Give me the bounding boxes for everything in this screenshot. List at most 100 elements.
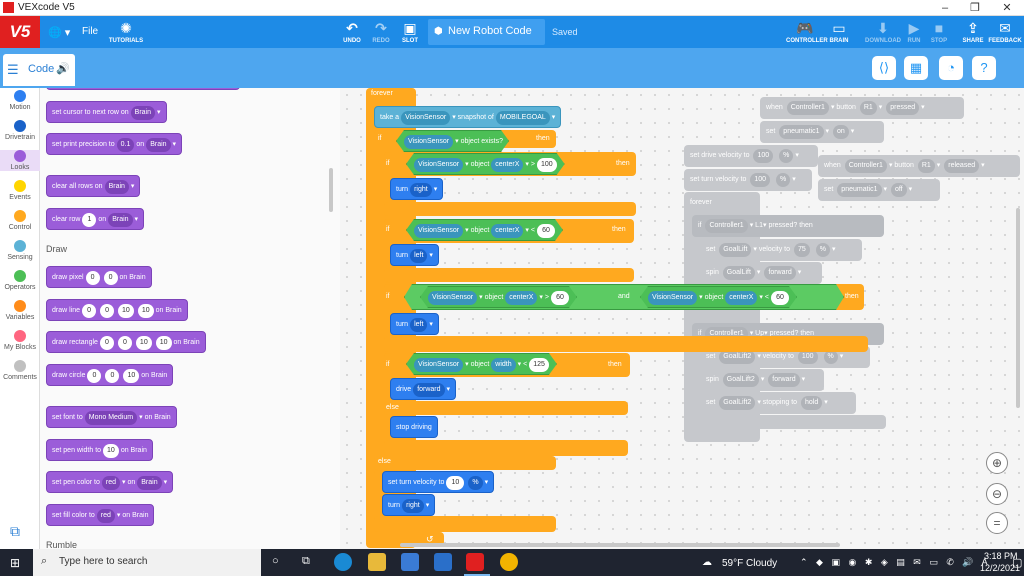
close-button[interactable]: ✕ <box>1002 2 1012 14</box>
stop-driving-block[interactable]: stop driving <box>390 416 438 438</box>
windows-start-icon[interactable]: ⊞ <box>10 556 21 570</box>
ghost-turn-velocity[interactable]: set turn velocity to 100 %▾ <box>684 169 812 191</box>
brain-button[interactable]: ▭BRAIN <box>826 18 852 45</box>
category-drivetrain[interactable]: Drivetrain <box>0 120 40 141</box>
ghost-if-l1[interactable]: if Controller1▾ L1▾ pressed? then <box>692 215 884 237</box>
category-variables[interactable]: Variables <box>0 300 40 321</box>
extensions-icon[interactable]: ⧉ <box>10 523 20 539</box>
dashboard-button[interactable]: ◔ <box>939 56 963 80</box>
slot-button[interactable]: ▣SLOT <box>396 18 424 45</box>
vexcode-taskbar-icon[interactable] <box>466 553 484 571</box>
system-tray-icons[interactable]: ⌃ ◆ ▣ ◉ ✱ ◈ ▤ ✉ ▭ ✆ 🔊 A <box>800 557 991 567</box>
tutorials-button[interactable]: ✺TUTORIALS <box>106 18 146 45</box>
clock-time[interactable]: 3:18 PM <box>984 551 1018 561</box>
code-viewer-button[interactable]: ⟨⟩ <box>872 56 896 80</box>
ghost-when-released[interactable]: when Controller1▾ button R1▾ released▾ <box>818 155 1020 177</box>
palette-block-partial[interactable] <box>46 88 240 90</box>
category-sensing[interactable]: Sensing <box>0 240 40 261</box>
minimize-button[interactable]: – <box>941 2 949 14</box>
category-looks[interactable]: Looks <box>0 150 40 171</box>
workspace-vertical-scrollbar[interactable] <box>1016 208 1020 408</box>
cortana-icon[interactable]: ○ <box>272 555 279 567</box>
ghost-drive-velocity[interactable]: set drive velocity to 100 %▾ <box>684 145 818 167</box>
workspace-horizontal-scrollbar[interactable] <box>400 543 840 547</box>
clock-date[interactable]: 12/2/2021 <box>980 563 1021 573</box>
devices-button[interactable]: ▦ <box>904 56 928 80</box>
category-operators[interactable]: Operators <box>0 270 40 291</box>
ghost-goallift2-spin[interactable]: spin GoalLift2▾ forward▾ <box>700 369 824 391</box>
help-button[interactable]: ? <box>972 56 996 80</box>
variables-dot-icon <box>14 300 26 312</box>
weather-text[interactable]: 59°F Cloudy <box>722 558 778 569</box>
feedback-icon: ✉ <box>999 20 1011 36</box>
ghost-goallift2-stopping[interactable]: set GoalLift2▾ stopping to hold▾ <box>700 392 856 414</box>
zoom-out-button[interactable]: ⊖ <box>986 483 1008 505</box>
category-comments[interactable]: Comments <box>0 360 40 381</box>
download-button[interactable]: ⬇DOWNLOAD <box>865 20 901 44</box>
run-button[interactable]: ▶RUN <box>903 18 925 45</box>
category-motion[interactable]: Motion <box>0 90 40 111</box>
ghost-when-pressed[interactable]: when Controller1▾ button R1▾ pressed▾ <box>760 97 964 119</box>
redo-button[interactable]: ↷REDO <box>367 18 395 45</box>
taskbar-search[interactable]: ⌕ Type here to search <box>33 549 261 576</box>
notification-icon[interactable]: ▢ <box>1012 557 1023 569</box>
ghost-pneumatic-on[interactable]: set pneumatic1▾ on▾ <box>760 121 884 143</box>
undo-button[interactable]: ↶UNDO <box>338 18 366 45</box>
palette-scrollbar[interactable] <box>329 168 333 212</box>
ghost-goallift-velocity[interactable]: set GoalLift▾ velocity to 75 %▾ <box>700 239 862 261</box>
feedback-button[interactable]: ✉FEEDBACK <box>988 20 1022 44</box>
category-events[interactable]: Events <box>0 180 40 201</box>
edge-icon[interactable] <box>334 553 352 571</box>
file-menu[interactable]: File <box>82 26 99 37</box>
gauge-icon: ◔ <box>947 60 955 75</box>
file-explorer-icon[interactable] <box>368 553 386 571</box>
hexagon-icon: ⬢ <box>434 26 443 37</box>
category-my-blocks[interactable]: My Blocks <box>0 330 40 351</box>
share-button[interactable]: ⇪SHARE <box>960 18 986 45</box>
search-icon: ⌕ <box>41 555 48 567</box>
project-name-field[interactable] <box>428 19 545 45</box>
maximize-button[interactable]: ❐ <box>970 2 980 14</box>
task-view-icon[interactable]: ⧉ <box>302 555 310 567</box>
chrome-icon[interactable] <box>500 553 518 571</box>
code-tab[interactable]: ☰ Code 🔊 <box>3 54 75 86</box>
store-icon[interactable] <box>401 553 419 571</box>
stop-button[interactable]: ■STOP <box>928 18 950 45</box>
zoom-out-icon: ⊖ <box>991 487 1003 501</box>
ghost-pneumatic-off[interactable]: set pneumatic1▾ off▾ <box>818 179 940 201</box>
controller-button[interactable]: 🎮CONTROLLER <box>786 20 828 44</box>
code-workspace[interactable]: when Controller1▾ button R1▾ pressed▾ se… <box>340 88 1024 549</box>
language-menu[interactable]: 🌐 ▾ <box>48 27 71 39</box>
category-control[interactable]: Control <box>0 210 40 231</box>
mail-icon[interactable] <box>434 553 452 571</box>
object-exists-condition[interactable]: VisionSensor▾ object exists? <box>396 130 509 152</box>
ghost-goallift-spin[interactable]: spin GoalLift▾ forward▾ <box>700 262 822 284</box>
zoom-in-button[interactable]: ⊕ <box>986 452 1008 474</box>
zoom-reset-button[interactable]: = <box>986 512 1008 534</box>
forever-footer <box>366 532 444 546</box>
